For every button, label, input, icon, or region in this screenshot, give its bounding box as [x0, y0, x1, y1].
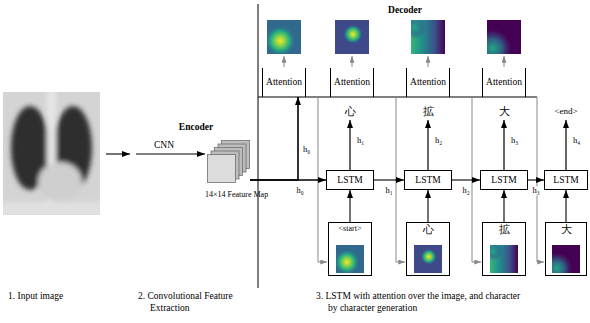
connector — [250, 97, 298, 180]
output-arrows — [350, 120, 566, 170]
chest-xray — [3, 92, 100, 215]
input-box: <start> — [328, 222, 372, 276]
input-box: 拡 — [482, 222, 526, 276]
lstm-label: LSTM — [553, 175, 578, 186]
step-caption: 3. LSTM with attention over the image, a… — [316, 291, 531, 315]
output-character: 大 — [499, 105, 510, 119]
connector — [528, 179, 544, 180]
input-box: 心 — [406, 222, 450, 276]
lstm-label: LSTM — [337, 175, 362, 186]
attention-heatmap — [335, 20, 369, 54]
output-character: 心 — [345, 105, 356, 119]
lstm-cell: LSTM — [480, 170, 528, 190]
feature-map-drawing — [207, 137, 250, 183]
input-box: 大 — [545, 222, 587, 276]
output-arrow — [427, 120, 428, 170]
connectors — [250, 97, 566, 222]
lstm-cell: LSTM — [404, 170, 452, 190]
input-heatmap — [334, 245, 364, 275]
hidden-state-label: h₀ — [295, 186, 304, 195]
hidden-state: h₂ — [434, 135, 443, 146]
hidden-state: h₃ — [510, 135, 519, 146]
xray-anatomy — [3, 92, 100, 215]
attention-box: Attention — [330, 68, 374, 97]
lstm-cell: LSTM — [544, 170, 588, 190]
lstm-cell: LSTM — [326, 170, 374, 190]
heart-shadow — [38, 162, 82, 202]
flow-arrow — [106, 153, 130, 154]
input-character: 心 — [423, 224, 434, 236]
attention-box: Attention — [406, 68, 450, 97]
input-heatmap — [484, 242, 518, 273]
section-separator — [258, 4, 259, 288]
section-title: Encoder — [179, 122, 213, 134]
connector — [427, 190, 428, 222]
lstm-label: LSTM — [415, 175, 440, 186]
output-arrow — [565, 120, 566, 170]
output-character: 拡 — [423, 105, 434, 119]
attention-label: Attention — [266, 77, 302, 88]
diaphragm — [3, 202, 100, 215]
connector — [452, 179, 480, 180]
attention-box: Attention — [262, 68, 306, 97]
flow-arrow — [136, 153, 205, 154]
attention-heatmap — [265, 20, 301, 56]
connector — [250, 179, 326, 180]
hidden-state-label: h₁ — [384, 186, 393, 195]
hidden-state: h₄ — [572, 135, 581, 146]
attention-label: Attention — [334, 77, 370, 88]
attention-label: Attention — [410, 77, 446, 88]
input-character: <start> — [339, 224, 362, 233]
hidden-state-label: h₀ — [302, 145, 311, 154]
attention-maps — [265, 16, 521, 67]
input-character: 拡 — [499, 224, 510, 236]
connector — [349, 190, 350, 222]
section-title: Decoder — [388, 5, 422, 17]
grey-arrow — [504, 56, 505, 67]
attention-box: Attention — [482, 68, 526, 97]
output-character: <end> — [554, 106, 577, 117]
context-lines — [318, 97, 544, 262]
lstm-label: LSTM — [491, 175, 516, 186]
attention-label: Attention — [486, 77, 522, 88]
hidden-state-label: h₂ — [461, 186, 470, 195]
connector — [503, 190, 504, 222]
hidden-state: h₁ — [356, 135, 365, 146]
step-caption: 1. Input image — [8, 291, 63, 303]
feature-map-stack: 14×14 Feature Map — [207, 137, 250, 183]
hidden-state-label: h₃ — [531, 186, 540, 195]
attention-heatmap — [403, 16, 445, 54]
attention-heatmap — [474, 20, 521, 67]
grey-arrow — [284, 56, 285, 67]
connector — [374, 179, 404, 180]
connector — [565, 190, 566, 222]
feature-bus — [258, 97, 537, 98]
grey-arrow — [352, 56, 353, 67]
input-heatmap — [541, 245, 580, 284]
grey-arrow — [428, 56, 429, 67]
output-arrow — [349, 120, 350, 170]
input-heatmap — [414, 245, 442, 273]
feature-map-layer — [208, 155, 236, 183]
feature-map-caption: 14×14 Feature Map — [205, 190, 268, 199]
input-character: 大 — [561, 224, 572, 236]
step-caption: 2. Convolutional Feature Extraction — [138, 291, 233, 315]
module-label: CNN — [154, 140, 174, 152]
output-arrow — [503, 120, 504, 170]
attention-output-arrows — [284, 56, 504, 67]
